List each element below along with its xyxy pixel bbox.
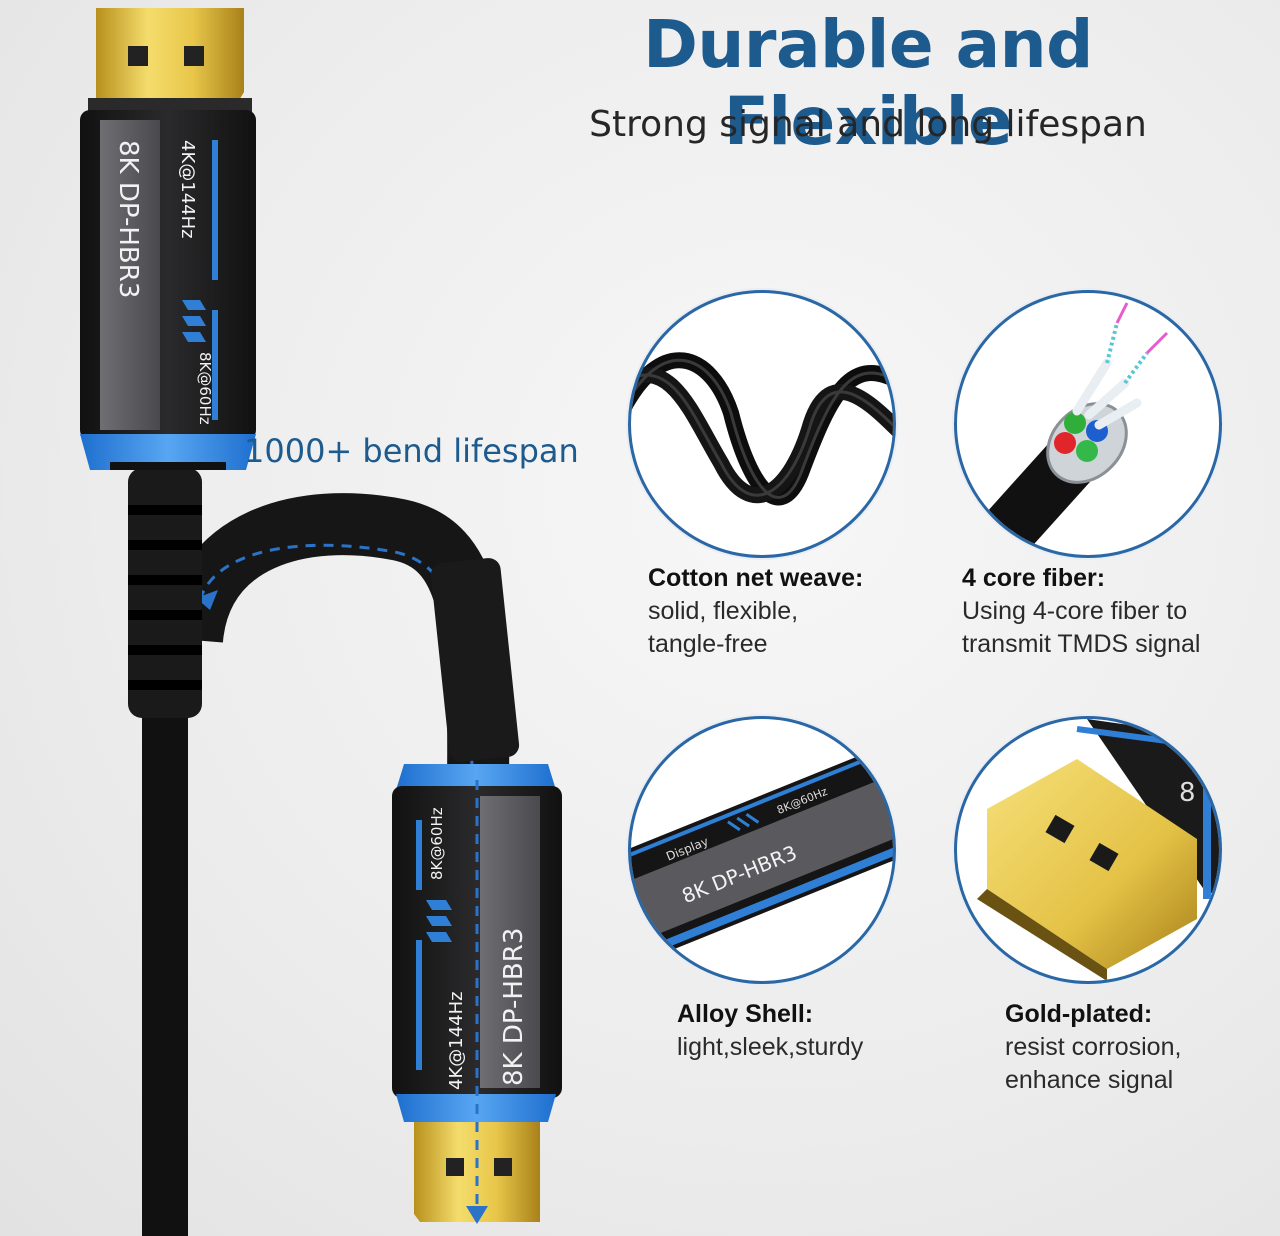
top-model-text: 8K DP-HBR3 (113, 140, 143, 298)
closeup-alloy-shell: Display 8K DP-HBR3 8K@60Hz (628, 716, 896, 984)
feature-title: Cotton net weave: (648, 564, 864, 592)
gold-shell-text: 8 (1179, 778, 1196, 808)
feature-caption-fiber: 4 core fiber: Using 4-core fiber to tran… (962, 562, 1201, 661)
fiber-core-icon (977, 302, 1169, 555)
bottom-spec-secondary: 8K@60Hz (428, 807, 446, 880)
strain-relief-top (128, 468, 202, 718)
feature-title: 4 core fiber: (962, 564, 1106, 592)
bend-arrow-icon (196, 590, 218, 610)
bottom-spec-primary: 4K@144Hz (446, 991, 467, 1090)
closeup-gold-plated: 8 (954, 716, 1222, 984)
gold-plug-icon: 8 (977, 719, 1219, 981)
cable-illustration: 8K DP-HBR3 4K@144Hz 8K@60Hz 8K DP-HBR3 4… (80, 8, 562, 1236)
feature-text: transmit TMDS signal (962, 630, 1201, 658)
feature-text: tangle-free (648, 630, 768, 658)
feature-text: resist corrosion, (1005, 1033, 1182, 1061)
feature-caption-gold: Gold-plated: resist corrosion, enhance s… (1005, 998, 1181, 1097)
insert-arrow-icon (466, 1206, 488, 1224)
bent-cable (161, 493, 510, 781)
page-title: Durable and Flexible (643, 6, 1093, 160)
feature-text: solid, flexible, (648, 597, 799, 625)
closeup-fiber-core (954, 290, 1222, 558)
feature-text: light,sleek,sturdy (677, 1033, 864, 1061)
page-subtitle: Strong signal and long lifespan (589, 104, 1147, 145)
feature-text: enhance signal (1005, 1066, 1174, 1094)
top-spec-secondary: 8K@60Hz (196, 352, 214, 425)
feature-title: Alloy Shell: (677, 1000, 814, 1028)
alloy-shell-icon: Display 8K DP-HBR3 8K@60Hz (631, 741, 893, 959)
closeup-cotton-weave (628, 290, 896, 558)
feature-caption-cotton: Cotton net weave: solid, flexible, tangl… (648, 562, 863, 661)
top-spec-primary: 4K@144Hz (177, 140, 198, 239)
feature-text: Using 4-core fiber to (962, 597, 1188, 625)
bottom-connector (392, 764, 562, 1222)
bend-lifespan-label: 1000+ bend lifespan (244, 432, 579, 470)
feature-caption-alloy: Alloy Shell: light,sleek,sturdy (677, 998, 863, 1064)
feature-title: Gold-plated: (1005, 1000, 1153, 1028)
bottom-model-text: 8K DP-HBR3 (499, 928, 529, 1086)
strain-relief-bottom (430, 558, 520, 762)
top-connector (80, 8, 256, 470)
tangled-cable-icon (631, 352, 893, 506)
